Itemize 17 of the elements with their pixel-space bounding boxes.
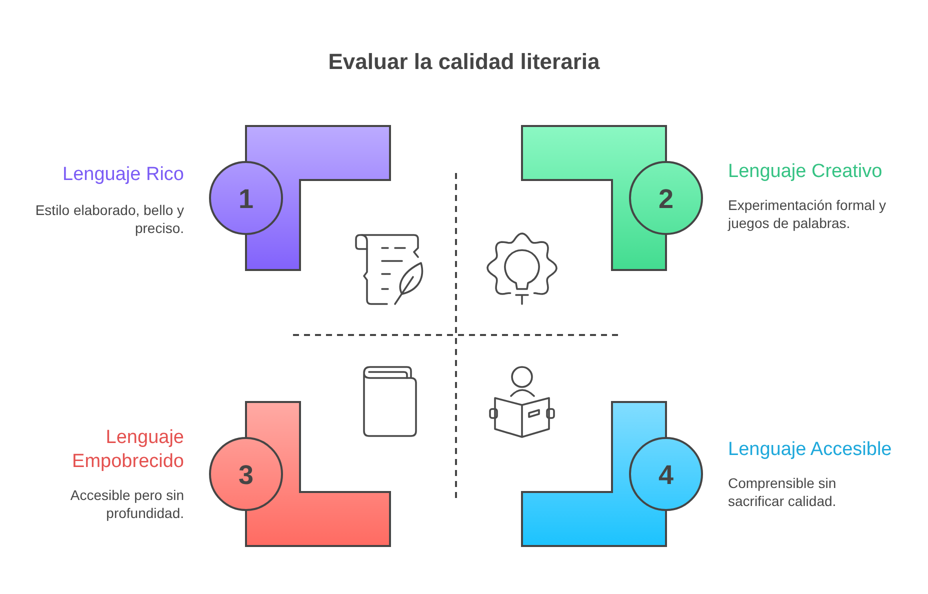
heading: Lenguaje Accesible (728, 438, 892, 462)
description: Comprensible sin sacrificar calidad. (728, 474, 838, 510)
step-number: 3 (238, 460, 254, 490)
heading: Lenguaje Empobrecido (71, 426, 184, 474)
l-shaped-block-with-number-circle (520, 400, 704, 548)
description: Experimentación formal y juegos de palabras. (728, 196, 887, 232)
step-number: 4 (658, 460, 674, 490)
description: Accesible pero sin profundidad. (69, 486, 184, 522)
heading: Lenguaje Creativo (728, 160, 882, 184)
description: Estilo elaborado, bello y preciso. (34, 201, 184, 237)
step-number: 2 (658, 184, 674, 214)
title: Evaluar la calidad literaria (328, 48, 600, 76)
l-shaped-block-with-number-circle (520, 124, 704, 272)
l-shaped-block-with-number-circle (208, 124, 392, 272)
step-number: 1 (238, 184, 254, 214)
heading: Lenguaje Rico (62, 163, 184, 187)
l-shaped-block-with-number-circle (208, 400, 392, 548)
